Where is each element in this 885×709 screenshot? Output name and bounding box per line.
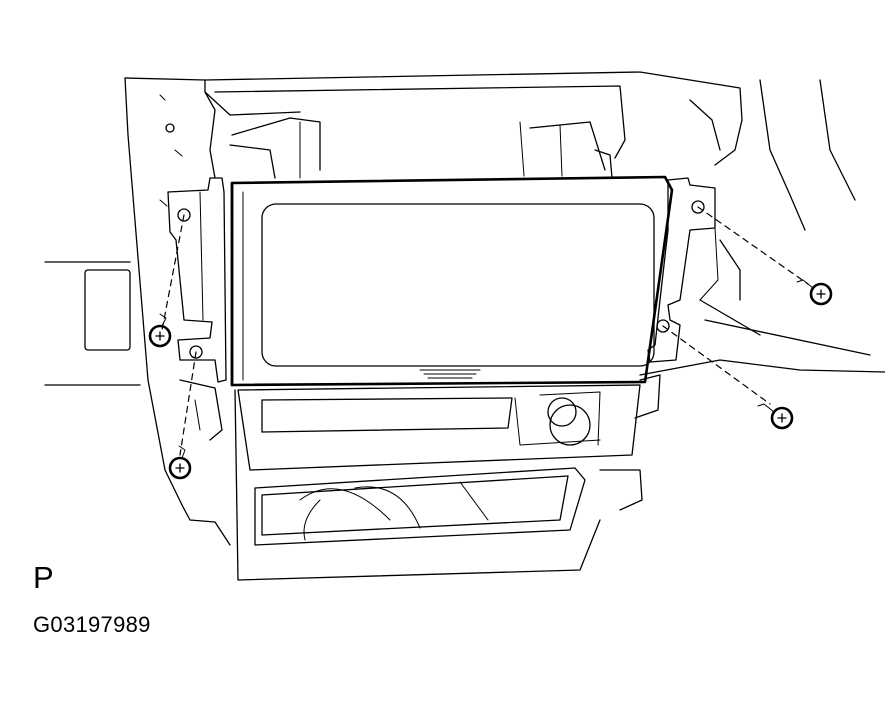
disc-slot [261,397,513,433]
figure-code: G03197989 [33,612,151,637]
screw [757,403,794,430]
bracket-hole [691,200,705,214]
control-knob [549,404,591,446]
bracket-hole [656,319,670,333]
center-console-panel [44,71,885,581]
view-label: P [33,560,54,595]
display-unit [230,175,674,387]
display-screen [261,203,655,367]
screw [168,445,192,480]
left-vent [84,269,131,351]
screw [796,279,833,306]
lower-storage-pocket [254,467,586,546]
left-mounting-bracket [167,177,227,441]
screw [148,313,172,348]
bracket-hole [177,208,191,222]
screw-alignment-lines [161,206,809,456]
audio-control-panel [237,384,641,471]
right-mounting-bracket [634,177,719,419]
bracket-hole [189,345,203,359]
